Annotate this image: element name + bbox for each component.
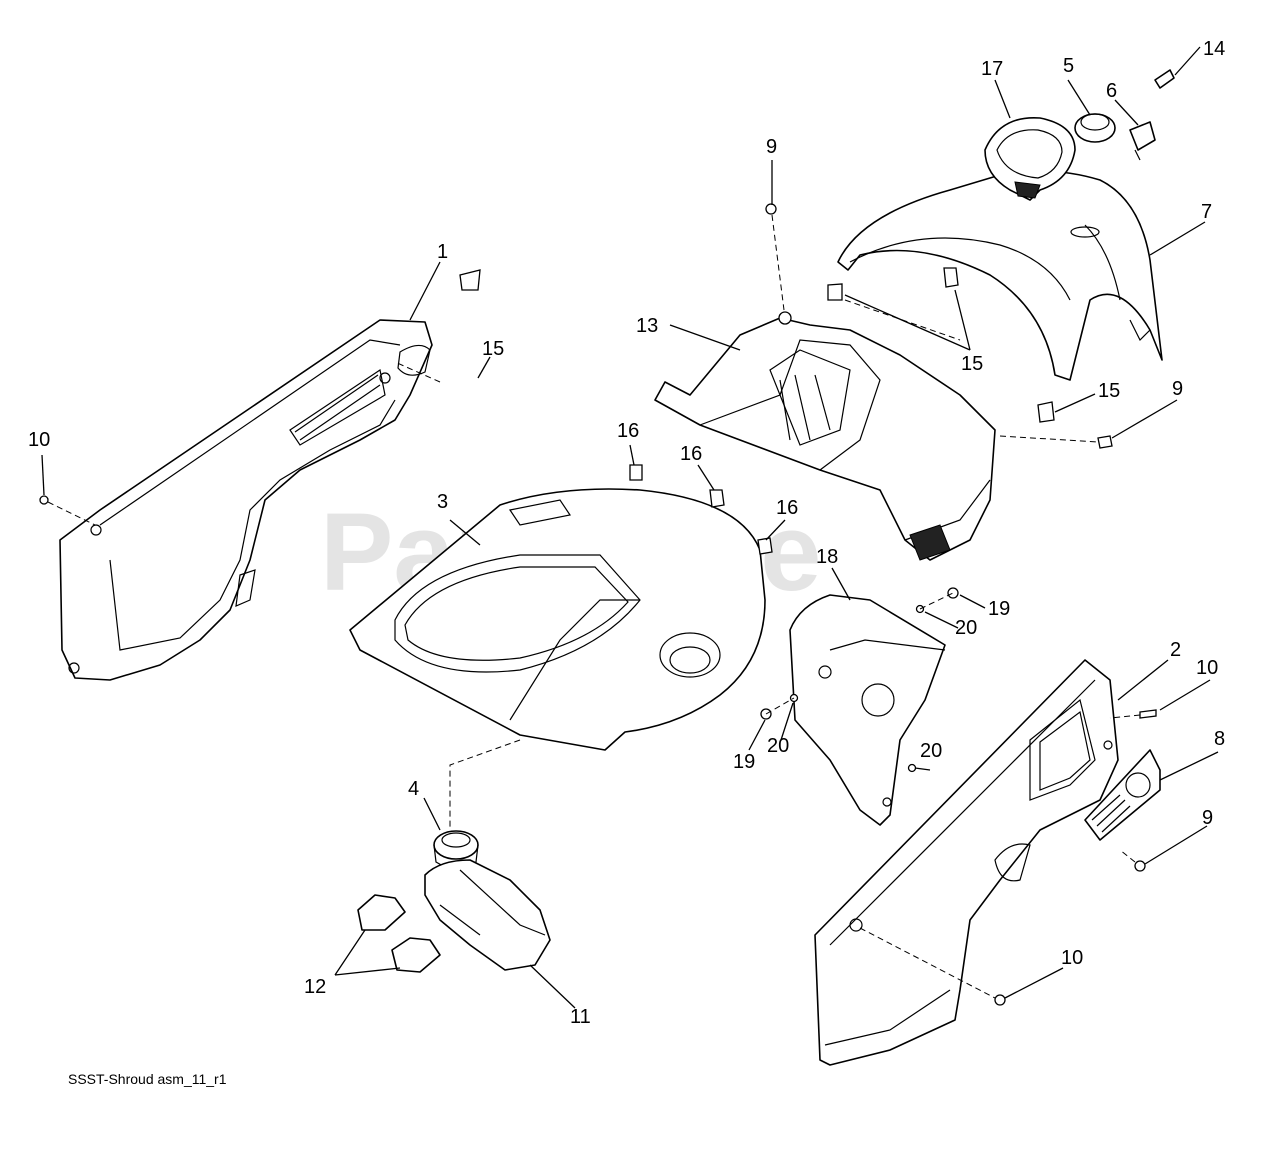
callout-11: 11 (570, 1006, 591, 1028)
callout-9-lower: 9 (1202, 807, 1213, 829)
callout-20-left: 20 (767, 735, 789, 757)
tank-straps (357, 894, 441, 973)
callout-7: 7 (1201, 201, 1212, 223)
callout-4: 4 (408, 778, 419, 800)
left-side-panel (59, 319, 433, 681)
right-side-panel (814, 659, 1119, 1066)
callout-17: 17 (981, 58, 1003, 80)
callout-19-left: 19 (733, 751, 755, 773)
callout-labels: 1 2 3 4 5 6 7 8 9 9 9 10 10 10 11 12 13 … (28, 38, 1225, 1028)
callout-8: 8 (1214, 728, 1225, 750)
assembly-lines (47, 214, 1141, 999)
callout-3: 3 (437, 491, 448, 513)
callout-15-left: 15 (482, 338, 504, 360)
ignition-key (1154, 69, 1175, 89)
leader-lines (41, 46, 1219, 1009)
callout-10-left: 10 (28, 429, 50, 451)
side-plate (789, 594, 946, 826)
callout-16-b: 16 (680, 443, 702, 465)
callout-14: 14 (1203, 38, 1225, 60)
callout-16-a: 16 (617, 420, 639, 442)
center-bracket (654, 311, 996, 561)
callout-16-c: 16 (776, 497, 798, 519)
callout-10-lower: 10 (1061, 947, 1083, 969)
center-base-shroud (349, 488, 766, 751)
handle (984, 117, 1076, 201)
callout-15-right: 15 (1098, 380, 1120, 402)
callout-20-top: 20 (955, 617, 977, 639)
callout-18: 18 (816, 546, 838, 568)
callout-1: 1 (437, 241, 448, 263)
key-switch (1129, 121, 1156, 161)
callout-12: 12 (304, 976, 326, 998)
callout-20-lower: 20 (920, 740, 942, 762)
diagram-caption: SSST-Shroud asm_11_r1 (68, 1071, 227, 1087)
ignition-knob (1074, 113, 1116, 143)
callout-13: 13 (636, 315, 658, 337)
callout-19-right: 19 (988, 598, 1010, 620)
callout-6: 6 (1106, 80, 1117, 102)
callout-5: 5 (1063, 55, 1074, 77)
callout-9-right: 9 (1172, 378, 1183, 400)
callout-9-top: 9 (766, 136, 777, 158)
fuel-tank (424, 859, 551, 971)
top-console-cover (837, 170, 1163, 381)
hardware (39, 203, 1157, 1006)
callout-15-center: 15 (961, 353, 983, 375)
callout-10-right: 10 (1196, 657, 1218, 679)
callout-2: 2 (1170, 639, 1181, 661)
